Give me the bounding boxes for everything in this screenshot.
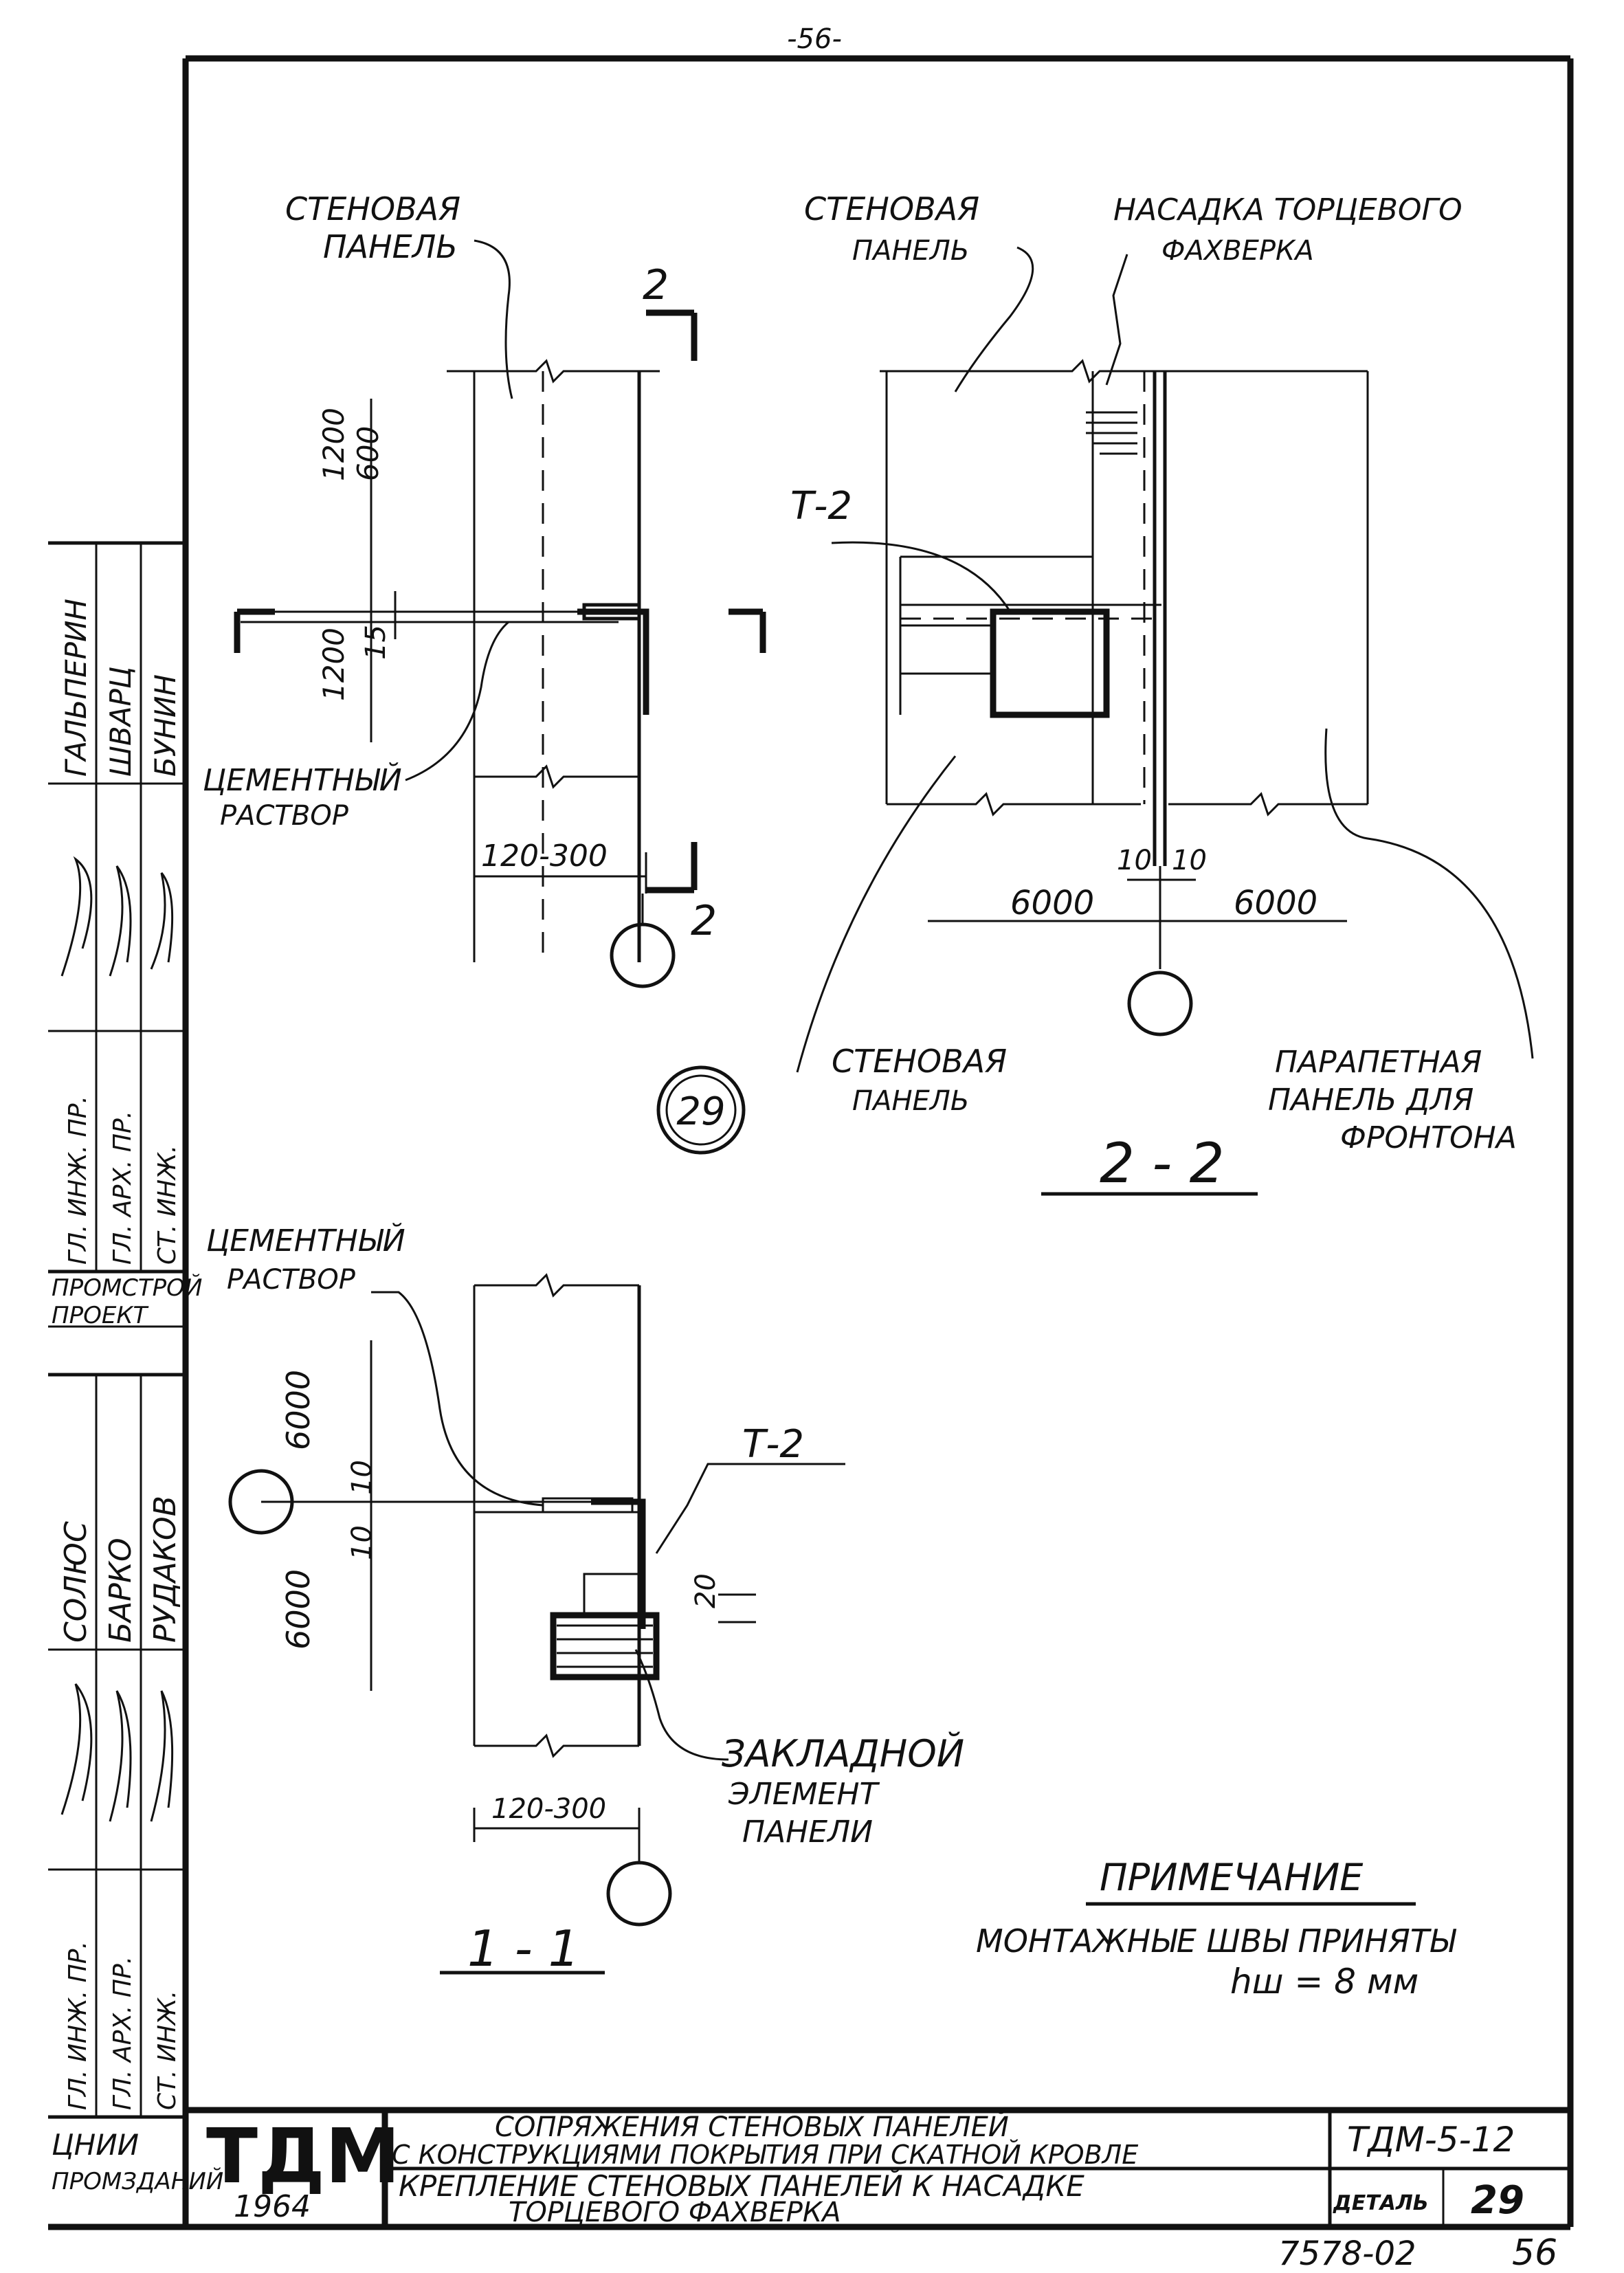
page-number-top: -56- <box>787 23 842 55</box>
plan-section-mark: 2 <box>643 261 669 309</box>
detail-number-circle <box>656 1065 746 1155</box>
title-line1: СОПРЯЖЕНИЯ СТЕНОВЫХ ПАНЕЛЕЙ <box>495 2110 1009 2143</box>
stamp-org-line2: ПРОЕКТ <box>52 1302 148 1329</box>
plan-wall-panel-line2: ПАНЕЛЬ <box>323 228 458 265</box>
s11-mortar-line1: ЦЕМЕНТНЫЙ <box>206 1222 405 1259</box>
plan-dim-1200-top: 1200 <box>317 408 351 481</box>
stamp-institute-line1: ЦНИИ <box>52 2128 139 2162</box>
plan-view <box>234 239 766 988</box>
sheet-frame <box>48 55 1574 2230</box>
section-1-1 <box>228 1273 845 1975</box>
plan-dim-120-300: 120-300 <box>481 839 608 874</box>
detail-value: 29 <box>1471 2178 1524 2223</box>
s22-wall-panel-line2: ПАНЕЛЬ <box>852 235 969 267</box>
s22-dim-10-right: 10 <box>1172 845 1207 876</box>
section-2-2 <box>796 246 1534 1196</box>
side-stamp <box>48 541 186 2119</box>
title-year: 1964 <box>234 2189 311 2224</box>
footer-page: 56 <box>1512 2232 1557 2273</box>
s22-wall-panel-line1: СТЕНОВАЯ <box>804 190 979 228</box>
s22-wall-panel-bottom-line2: ПАНЕЛЬ <box>852 1085 969 1117</box>
stamp-role-top-3: СТ. ИНЖ. <box>153 1145 181 1265</box>
subtitle-line1: КРЕПЛЕНИЕ СТЕНОВЫХ ПАНЕЛЕЙ К НАСАДКЕ <box>399 2169 1084 2203</box>
detail-label: ДЕТАЛЬ <box>1333 2191 1429 2215</box>
stamp-org-line1: ПРОМСТРОЙ <box>52 1274 202 1302</box>
s22-parapet-line3: ФРОНТОНА <box>1340 1120 1517 1155</box>
s11-t2-label: Т-2 <box>742 1422 804 1467</box>
tdm-logo: ТДМ <box>206 2112 400 2200</box>
stamp-name-top-1: ГАЛЬПЕРИН <box>59 599 93 777</box>
stamp-name-top-2: ШВАРЦ <box>104 667 137 777</box>
footer-doc-number: 7578-02 <box>1278 2235 1416 2273</box>
s11-dim-20: 20 <box>690 1573 722 1608</box>
s22-t2-label: Т-2 <box>790 484 852 529</box>
s22-gable-cap-line2: ФАХВЕРКА <box>1161 235 1314 267</box>
plan-mortar-line1: ЦЕМЕНТНЫЙ <box>203 762 402 798</box>
stamp-role-top-2: ГЛ. АРХ. ПР. <box>109 1111 137 1265</box>
subtitle-line2: ТОРЦЕВОГО ФАХВЕРКА <box>509 2197 841 2228</box>
s22-dim-10-left: 10 <box>1117 845 1152 876</box>
title-line2: С КОНСТРУКЦИЯМИ ПОКРЫТИЯ ПРИ СКАТНОЙ КРО… <box>392 2140 1138 2170</box>
s22-wall-panel-bottom-line1: СТЕНОВАЯ <box>832 1043 1007 1080</box>
s11-dim-120-300: 120-300 <box>491 1793 606 1825</box>
stamp-institute-line2: ПРОМЗДАНИЙ <box>52 2167 223 2195</box>
plan-mortar-line2: РАСТВОР <box>220 800 349 832</box>
s22-gable-cap-line1: НАСАДКА ТОРЦЕВОГО <box>1113 192 1462 228</box>
s11-dim-10b: 10 <box>346 1525 378 1560</box>
plan-wall-panel-line1: СТЕНОВАЯ <box>285 190 460 228</box>
stamp-name-bottom-2: БАРКО <box>103 1538 138 1643</box>
stamp-role-bottom-2: ГЛ. АРХ. ПР. <box>109 1956 137 2110</box>
s22-dim-6000-right: 6000 <box>1234 884 1317 922</box>
s22-parapet-line2: ПАНЕЛЬ ДЛЯ <box>1268 1083 1473 1118</box>
stamp-name-bottom-1: СОЛЮС <box>58 1521 93 1643</box>
title-code: ТДМ-5-12 <box>1347 2120 1515 2160</box>
stamp-role-top-1: ГЛ. ИНЖ. ПР. <box>64 1096 92 1265</box>
note-line1: МОНТАЖНЫЕ ШВЫ ПРИНЯТЫ <box>976 1922 1457 1960</box>
plan-dim-600: 600 <box>351 426 385 481</box>
stamp-name-bottom-3: РУДАКОВ <box>148 1496 183 1643</box>
plan-dim-1200: 1200 <box>317 628 351 701</box>
s11-mortar-line2: РАСТВОР <box>227 1264 356 1296</box>
note-title: ПРИМЕЧАНИЕ <box>1100 1856 1364 1899</box>
s11-dim-6000-bottom: 6000 <box>280 1569 317 1650</box>
title-block <box>186 2107 1570 2227</box>
stamp-role-bottom-1: ГЛ. ИНЖ. ПР. <box>64 1941 92 2110</box>
s11-title: 1 - 1 <box>467 1920 579 1977</box>
s11-embedded-line3: ПАНЕЛИ <box>742 1815 873 1850</box>
detail-number: 29 <box>676 1089 725 1134</box>
s22-parapet-line1: ПАРАПЕТНАЯ <box>1275 1045 1482 1080</box>
plan-section-mark-bottom: 2 <box>691 897 717 945</box>
s22-title: 2 - 2 <box>1100 1131 1225 1195</box>
stamp-role-bottom-3: СТ. ИНЖ. <box>153 1991 181 2110</box>
s22-dim-6000-left: 6000 <box>1010 884 1094 922</box>
stamp-name-top-3: БУНИН <box>148 674 182 777</box>
s11-embedded-line2: ЭЛЕМЕНТ <box>728 1777 880 1812</box>
s11-dim-6000-top: 6000 <box>280 1370 317 1450</box>
plan-dim-15: 15 <box>360 625 392 660</box>
note-line2: hш = 8 мм <box>1230 1962 1419 2002</box>
s11-dim-10a: 10 <box>346 1460 378 1495</box>
s11-embedded-line1: ЗАКЛАДНОЙ <box>722 1732 964 1775</box>
